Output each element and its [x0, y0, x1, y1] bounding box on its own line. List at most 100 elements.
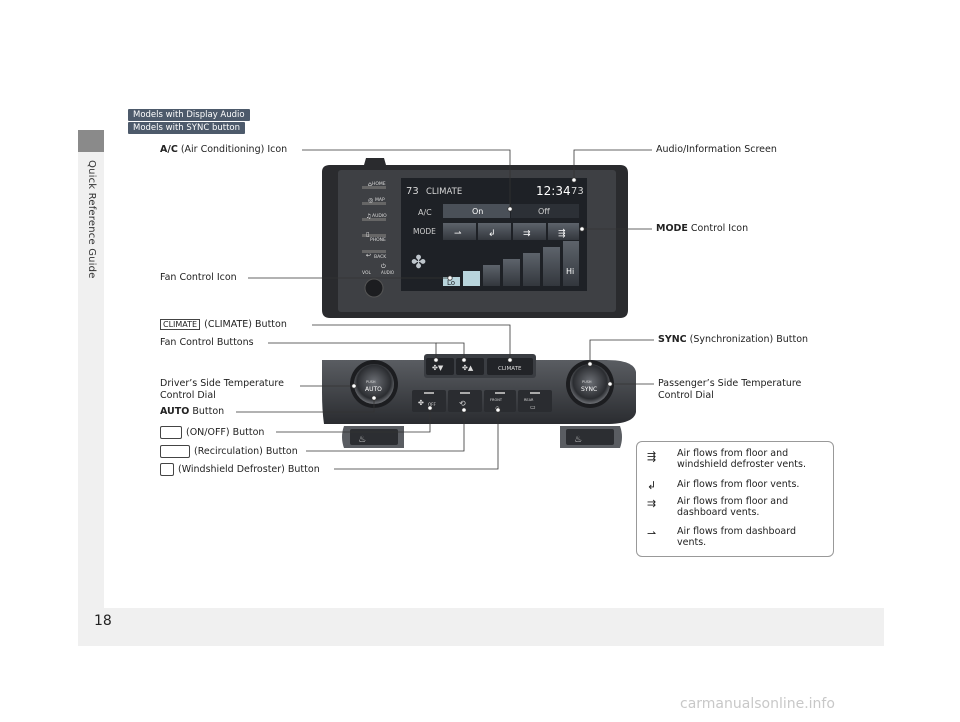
- floor-vent-icon: ↲: [488, 229, 496, 239]
- driver-seat-heater-button[interactable]: [350, 429, 398, 445]
- vol-label: VOL: [362, 270, 372, 276]
- recirc-button-label: (Recirculation) Button: [160, 445, 298, 458]
- fan-level-6: [543, 247, 560, 286]
- phone-button[interactable]: PHONE: [370, 237, 386, 243]
- screen-clock: 12:34: [536, 184, 571, 198]
- sync-dial-label: SYNC: [581, 386, 597, 393]
- recirc-key-icon: [160, 445, 190, 458]
- back-button[interactable]: BACK: [374, 254, 387, 260]
- floor-windshield-vent-icon: ⇶: [558, 228, 566, 239]
- defrost-key-icon: [160, 463, 174, 476]
- ac-on-toggle[interactable]: [443, 204, 510, 218]
- side-band: [78, 152, 104, 608]
- rear-defroster-icon: ▭: [530, 404, 536, 411]
- fan-level-1: [443, 277, 460, 286]
- screen-mode-label: MODE: [413, 227, 436, 236]
- floor-vent-icon: ↲: [647, 479, 657, 492]
- home-button[interactable]: HOME: [372, 181, 386, 187]
- onoff-button[interactable]: [412, 390, 446, 412]
- dial-push-label-right: PUSH: [582, 380, 592, 384]
- page-footer: [78, 608, 884, 646]
- fan-icon-label: Fan Control Icon: [160, 272, 237, 283]
- fan-speed-bar[interactable]: [443, 241, 579, 286]
- screen-temp-left: 73: [406, 186, 419, 197]
- front-button-label: FRONT: [490, 398, 503, 402]
- seat-heater-icon-left: ♨: [358, 435, 366, 445]
- mode-dashboard-button[interactable]: [443, 223, 476, 240]
- ac-off-toggle[interactable]: [511, 204, 579, 218]
- watermark: carmanualsonline.info: [680, 696, 835, 712]
- screen-temp-right: 73: [571, 186, 584, 197]
- music-note-icon: ♫: [366, 213, 371, 220]
- fan-down-icon: ✤▼: [432, 364, 444, 372]
- power-icon: ⏻: [381, 263, 386, 270]
- section-tab: [78, 130, 104, 152]
- driver-temp-dial[interactable]: [354, 364, 394, 404]
- dial-push-label-left: PUSH: [366, 380, 376, 384]
- fan-level-5: [523, 253, 540, 286]
- auto-button-label: AUTO Button: [160, 406, 225, 417]
- fan-level-7: [563, 241, 579, 286]
- phone-icon: ▯: [366, 231, 369, 238]
- audio-power-label: AUDIO: [381, 270, 394, 275]
- audio-unit: HOME MAP AUDIO PHONE BACK VOL AUDIO ⌂ ◎ …: [322, 158, 628, 318]
- page-number: 18: [94, 613, 112, 629]
- fan-down-button[interactable]: [426, 358, 454, 375]
- passenger-seat-heater-button[interactable]: [566, 429, 614, 445]
- floor-windshield-vent-icon: ⇶: [647, 450, 657, 463]
- fan-small-icon: ✤: [418, 399, 424, 407]
- fan-up-icon: ✤▲: [462, 364, 474, 372]
- auto-dial-label: AUTO: [365, 386, 382, 393]
- fan-level-3: [483, 265, 500, 286]
- home-icon: ⌂: [368, 181, 372, 188]
- callout-lines: [236, 149, 654, 470]
- climate-panel: ✤▼ ✤▲ CLIMATE PUSH AUTO PUSH SYNC ✤ OFF …: [322, 354, 636, 448]
- legend-item: Air flows from floor vents.: [677, 479, 800, 490]
- rear-button-label: REAR: [524, 398, 534, 402]
- onoff-button-label: (ON/OFF) Button: [160, 426, 264, 439]
- airflow-legend: ⇶ Air flows from floor and windshield de…: [636, 441, 834, 557]
- legend-item: Air flows from dashboard vents.: [677, 526, 796, 548]
- rear-defroster-button[interactable]: [518, 390, 552, 412]
- badge-display-audio: Models with Display Audio: [128, 109, 250, 121]
- dashboard-vent-icon: ⇀: [647, 527, 657, 540]
- passenger-temp-dial[interactable]: [570, 364, 610, 404]
- sync-button-label: SYNC (Synchronization) Button: [658, 334, 809, 345]
- mode-icon-label: MODE Control Icon: [656, 223, 749, 234]
- ac-on-label: On: [472, 207, 483, 216]
- climate-button[interactable]: [487, 358, 533, 375]
- floor-dashboard-vent-icon: ⇉: [523, 229, 531, 239]
- defrost-button-label: (Windshield Defroster) Button: [160, 463, 320, 476]
- fan-buttons-label: Fan Control Buttons: [160, 337, 254, 348]
- floor-dashboard-vent-icon: ⇉: [647, 497, 657, 510]
- legend-item: Air flows from floor and dashboard vents…: [677, 496, 789, 518]
- ac-off-label: Off: [538, 207, 550, 216]
- badge-sync-button: Models with SYNC button: [128, 122, 246, 134]
- screen-ac-label: A/C: [418, 208, 432, 217]
- audio-button[interactable]: AUDIO: [372, 213, 387, 219]
- map-button[interactable]: MAP: [375, 197, 385, 203]
- volume-knob[interactable]: [364, 278, 384, 298]
- map-icon: ◎: [368, 197, 373, 204]
- dashboard-vent-icon: ⇀: [454, 229, 462, 239]
- fan-hi-label: Hi: [566, 267, 574, 276]
- fan-icon: ✤: [411, 252, 426, 273]
- audio-screen-label: Audio/Information Screen: [656, 144, 777, 155]
- back-arrow-icon: ↩: [366, 252, 371, 259]
- onoff-button-label: OFF: [428, 402, 436, 407]
- climate-button-label: CLIMATE: [498, 366, 522, 372]
- seat-heater-icon-right: ♨: [574, 435, 582, 445]
- fan-lo-label: Lo: [447, 279, 455, 287]
- legend-item: Air flows from floor and windshield defr…: [677, 448, 806, 470]
- recirculation-button[interactable]: [448, 390, 482, 412]
- onoff-key-icon: [160, 426, 182, 439]
- mode-floor-dash-button[interactable]: [513, 223, 546, 240]
- recirculation-icon: ⟲: [459, 399, 466, 408]
- front-defroster-button[interactable]: [484, 390, 516, 412]
- mode-floor-button[interactable]: [478, 223, 511, 240]
- fan-level-2: [463, 271, 480, 286]
- mode-floor-windshield-button[interactable]: [548, 223, 579, 240]
- fan-level-4: [503, 259, 520, 286]
